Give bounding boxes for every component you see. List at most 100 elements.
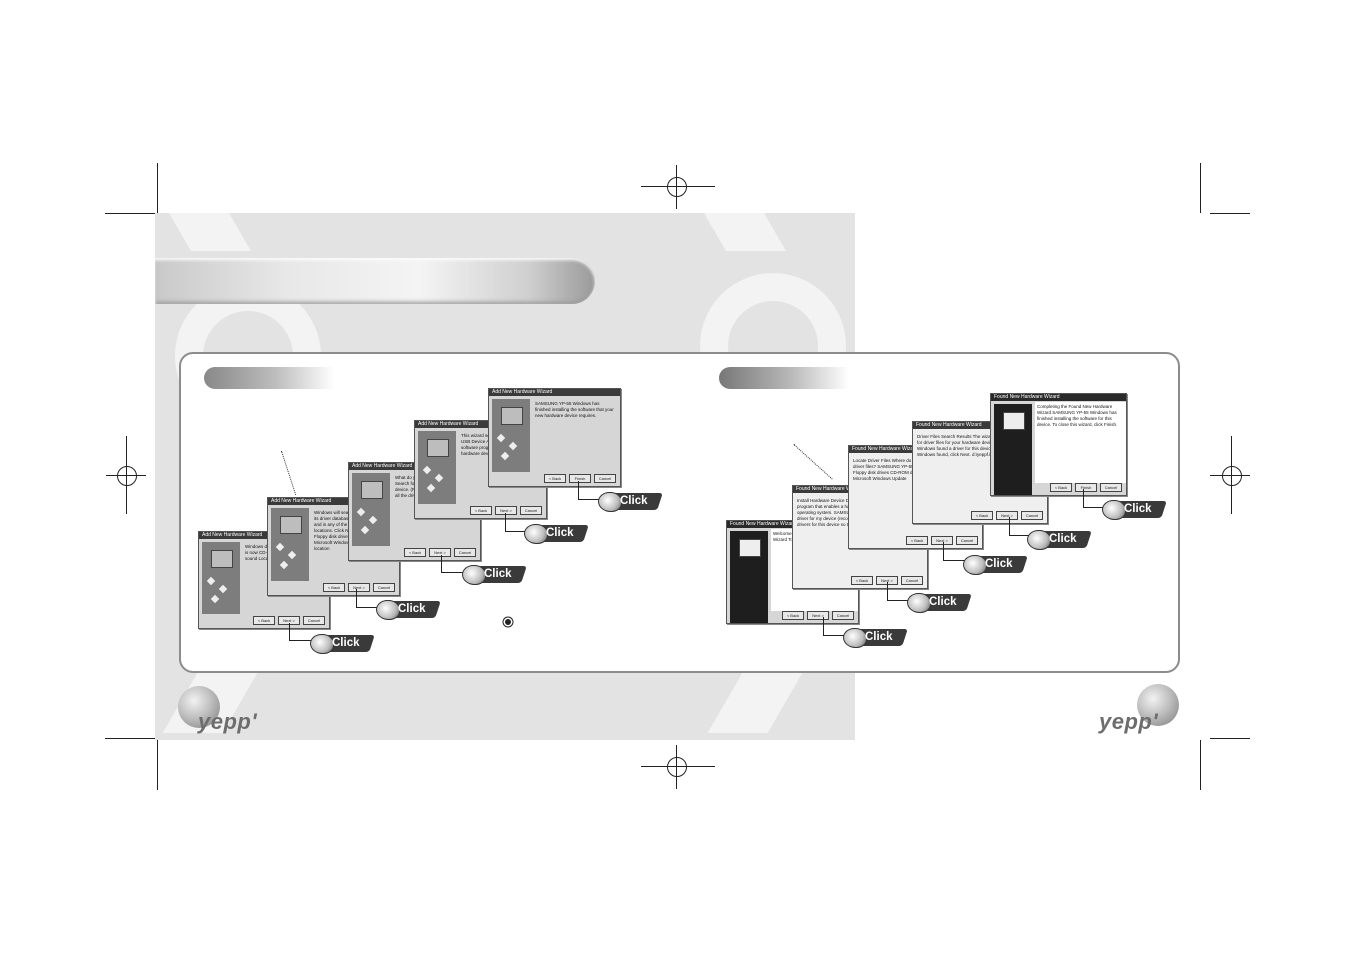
back-button[interactable]: < Back bbox=[470, 506, 492, 515]
crop-mark bbox=[105, 213, 155, 214]
back-button[interactable]: < Back bbox=[971, 511, 993, 520]
page-number-sphere bbox=[1137, 684, 1179, 726]
cancel-button[interactable]: Cancel bbox=[373, 583, 395, 592]
crop-mark bbox=[1200, 740, 1201, 790]
next-button[interactable]: Next > bbox=[996, 511, 1018, 520]
dialog-text: SAMSUNG YP-55 Windows has finished insta… bbox=[535, 401, 614, 418]
next-button[interactable]: Next > bbox=[931, 536, 953, 545]
hand-pointer-icon bbox=[376, 600, 400, 620]
wizard-illustration bbox=[202, 542, 240, 614]
registration-target bbox=[1210, 475, 1250, 476]
back-button[interactable]: < Back bbox=[544, 474, 566, 483]
registration-target bbox=[676, 745, 677, 789]
back-button[interactable]: < Back bbox=[906, 536, 928, 545]
cancel-button[interactable]: Cancel bbox=[1100, 483, 1122, 492]
hand-pointer-icon bbox=[310, 634, 334, 654]
registration-target bbox=[641, 766, 715, 767]
back-button[interactable]: < Back bbox=[404, 548, 426, 557]
pointer-line bbox=[578, 481, 601, 500]
click-callout: Click bbox=[1102, 498, 1167, 520]
back-button[interactable]: < Back bbox=[1050, 483, 1072, 492]
wizard-illustration bbox=[271, 508, 309, 581]
dialog-title: Found New Hardware Wizard bbox=[913, 422, 1047, 429]
pointer-line bbox=[943, 542, 966, 561]
pointer-line bbox=[823, 617, 846, 636]
pointer-line bbox=[356, 589, 379, 608]
click-callout: Click bbox=[598, 490, 663, 512]
click-callout: Click bbox=[907, 591, 972, 613]
pointer-line bbox=[505, 513, 528, 532]
crop-mark bbox=[157, 163, 158, 213]
cancel-button[interactable]: Cancel bbox=[454, 548, 476, 557]
registration-target bbox=[667, 177, 687, 197]
next-button[interactable]: Next > bbox=[429, 548, 451, 557]
hand-pointer-icon bbox=[462, 565, 486, 585]
click-callout: Click bbox=[310, 632, 375, 654]
crop-mark bbox=[1210, 213, 1250, 214]
click-callout: Click bbox=[376, 598, 441, 620]
back-button[interactable]: < Back bbox=[782, 611, 804, 620]
registration-target bbox=[117, 466, 137, 486]
crop-mark bbox=[1210, 738, 1250, 739]
pointer-line bbox=[289, 623, 312, 641]
crop-mark bbox=[157, 740, 158, 790]
cancel-button[interactable]: Cancel bbox=[520, 506, 542, 515]
cancel-button[interactable]: Cancel bbox=[832, 611, 854, 620]
hand-pointer-icon bbox=[907, 593, 931, 613]
click-callout: Click bbox=[524, 522, 589, 544]
dialog-text: Driver Files Search Results The wizard h… bbox=[917, 434, 1041, 457]
section-label-right bbox=[719, 367, 849, 389]
dialog-text: Completing the Found New Hardware Wizard… bbox=[1035, 402, 1126, 483]
click-callout: Click bbox=[843, 626, 908, 648]
back-button[interactable]: < Back bbox=[851, 576, 873, 585]
next-button[interactable]: Next > bbox=[348, 583, 370, 592]
registration-target bbox=[1222, 466, 1242, 486]
next-button[interactable]: Next > bbox=[807, 611, 829, 620]
hand-pointer-icon bbox=[1102, 500, 1126, 520]
wizard-dialog: Add New Hardware Wizard SAMSUNG YP-55 Wi… bbox=[488, 388, 621, 487]
registration-target bbox=[667, 757, 687, 777]
hand-pointer-icon bbox=[1027, 530, 1051, 550]
decorative-shape bbox=[707, 673, 803, 733]
cancel-button[interactable]: Cancel bbox=[594, 474, 616, 483]
next-button[interactable]: Next > bbox=[495, 506, 517, 515]
page-number-sphere bbox=[178, 686, 220, 728]
dialog-title: Add New Hardware Wizard bbox=[199, 532, 329, 539]
wizard-illustration bbox=[352, 473, 390, 546]
hand-pointer-icon bbox=[963, 555, 987, 575]
wizard-illustration bbox=[492, 399, 530, 472]
dialog-title: Add New Hardware Wizard bbox=[489, 389, 620, 396]
dialog-title: Add New Hardware Wizard bbox=[268, 498, 399, 505]
finish-button[interactable]: Finish bbox=[569, 474, 591, 483]
wizard-illustration bbox=[730, 531, 768, 623]
cancel-button[interactable]: Cancel bbox=[303, 616, 325, 625]
section-label-left bbox=[204, 367, 334, 389]
dialog-title: Add New Hardware Wizard bbox=[415, 421, 546, 428]
back-button[interactable]: < Back bbox=[323, 583, 345, 592]
decorative-shape bbox=[169, 213, 251, 251]
crop-mark bbox=[105, 738, 155, 739]
click-callout: Click bbox=[1027, 528, 1092, 550]
cancel-button[interactable]: Cancel bbox=[901, 576, 923, 585]
pointer-line bbox=[887, 582, 910, 601]
back-button[interactable]: < Back bbox=[253, 616, 275, 625]
click-callout: Click bbox=[462, 563, 527, 585]
wizard-dialog: Add New Hardware Wizard Windows driver S… bbox=[198, 531, 330, 629]
pointer-line bbox=[1083, 489, 1106, 508]
wizard-dialog: Found New Hardware Wizard Completing the… bbox=[990, 393, 1127, 496]
hand-pointer-icon bbox=[843, 628, 867, 648]
hand-pointer-icon bbox=[598, 492, 622, 512]
wizard-illustration bbox=[994, 404, 1032, 495]
registration-target bbox=[641, 186, 715, 187]
crop-mark bbox=[1200, 163, 1201, 213]
finish-button[interactable]: Finish bbox=[1075, 483, 1097, 492]
decorative-shape bbox=[704, 213, 786, 251]
hand-pointer-icon bbox=[524, 524, 548, 544]
title-banner bbox=[155, 258, 595, 304]
bullet-icon bbox=[505, 619, 511, 625]
wizard-illustration bbox=[418, 431, 456, 504]
pointer-line bbox=[441, 555, 464, 573]
cancel-button[interactable]: Cancel bbox=[1021, 511, 1043, 520]
dialog-title: Found New Hardware Wizard bbox=[991, 394, 1126, 401]
cancel-button[interactable]: Cancel bbox=[956, 536, 978, 545]
